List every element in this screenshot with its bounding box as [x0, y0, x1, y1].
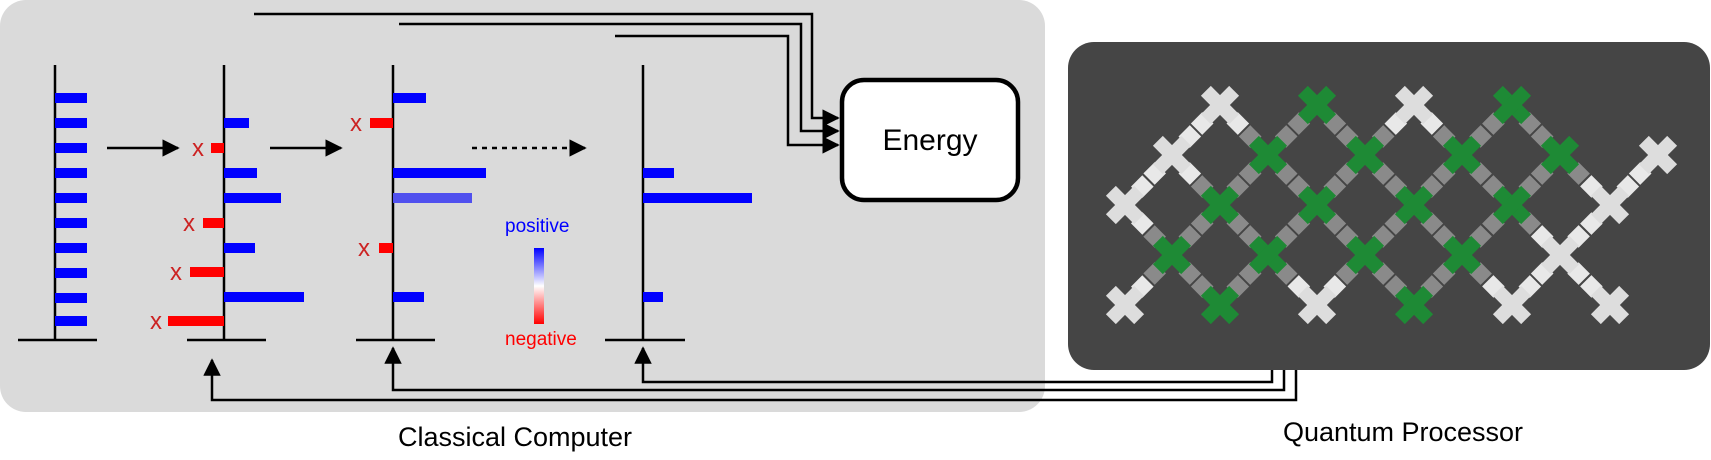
bar: [55, 316, 87, 326]
bar: [55, 118, 87, 128]
discard-mark: x: [170, 259, 182, 286]
bar: [379, 243, 393, 253]
bar: [224, 243, 255, 253]
discard-mark: x: [150, 308, 162, 335]
qubit-active: [1200, 285, 1240, 325]
classical-computer-caption: Classical Computer: [398, 422, 632, 452]
legend-negative-label: negative: [505, 329, 577, 350]
histogram-3-discard-marks: x x: [350, 110, 370, 262]
qubit-active: [1345, 235, 1385, 275]
bar: [224, 118, 249, 128]
discard-mark: x: [358, 235, 370, 262]
discard-mark: x: [350, 110, 362, 137]
bar: [393, 292, 424, 302]
qubit-active: [1345, 135, 1385, 175]
qubit-active: [1394, 185, 1434, 225]
qubit-active: [1297, 185, 1337, 225]
qubit-active: [1200, 185, 1240, 225]
bar: [643, 193, 752, 203]
bar: [55, 243, 87, 253]
bar: [211, 143, 224, 153]
feed-line-3: [615, 34, 840, 154]
histogram-2-bars: [168, 118, 304, 326]
histogram-3-bars: [370, 93, 486, 302]
bar: [393, 93, 426, 103]
histogram-1-bars: [55, 93, 87, 326]
qubit-idle: [1152, 135, 1192, 175]
bar: [393, 168, 486, 178]
bar: [643, 168, 674, 178]
feed-line-1: [254, 12, 840, 127]
qubit-idle: [1590, 185, 1630, 225]
bar: [370, 118, 393, 128]
qubit-idle: [1590, 285, 1630, 325]
bar: [224, 168, 257, 178]
discard-mark: x: [192, 135, 204, 162]
qubit-active: [1248, 235, 1288, 275]
qubit-active: [1442, 235, 1482, 275]
qubit-active: [1540, 135, 1580, 175]
bar: [55, 193, 87, 203]
bar: [203, 218, 224, 228]
classical-computer-panel: [0, 0, 1045, 412]
qubit-idle: [1105, 285, 1145, 325]
qubit-idle: [1297, 285, 1337, 325]
energy-box: [839, 77, 1021, 203]
return-line-2: [203, 358, 1298, 402]
histogram-4-bars: [643, 168, 752, 302]
bar: [55, 168, 87, 178]
bar: [55, 293, 87, 303]
qubit-idle: [1394, 85, 1434, 125]
qubit-active: [1248, 135, 1288, 175]
bar: [55, 93, 87, 103]
qubit-active: [1492, 85, 1532, 125]
qubit-active: [1152, 235, 1192, 275]
quantum-return-lines: [203, 346, 1298, 402]
bar: [224, 193, 281, 203]
qubit-idle: [1105, 185, 1145, 225]
bar: [168, 316, 224, 326]
return-line-4: [634, 346, 1274, 384]
qubit-idle: [1492, 285, 1532, 325]
legend-gradient-bar: [534, 248, 544, 324]
qubit-idle: [1638, 135, 1678, 175]
return-line-3: [384, 346, 1286, 392]
bar: [643, 292, 663, 302]
histogram-2-discard-marks: x x x x: [150, 135, 204, 335]
discard-mark: x: [183, 210, 195, 237]
qubit-active: [1394, 285, 1434, 325]
energy-label: Energy: [882, 124, 977, 157]
feed-line-2: [399, 22, 840, 140]
legend-positive-label: positive: [505, 216, 569, 237]
qubit-idle: [1540, 235, 1580, 275]
qubit-active: [1297, 85, 1337, 125]
quantum-processor-caption: Quantum Processor: [1283, 417, 1523, 447]
qubit-active: [1492, 185, 1532, 225]
bar: [55, 143, 87, 153]
qubit-idle: [1200, 85, 1240, 125]
bar: [55, 218, 87, 228]
bar: [224, 292, 304, 302]
energy-feed-lines: [254, 12, 840, 154]
bar: [190, 267, 224, 277]
qubit-active: [1442, 135, 1482, 175]
bar: [393, 193, 472, 203]
bar: [55, 268, 87, 278]
color-legend: positive negative: [505, 216, 577, 350]
